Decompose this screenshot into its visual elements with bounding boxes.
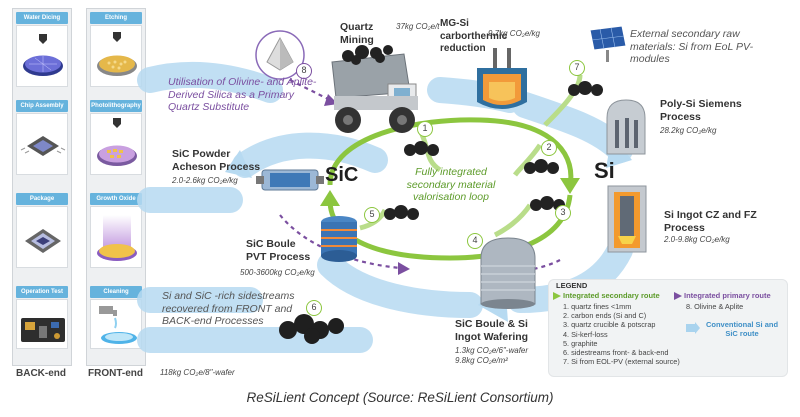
etching-icon bbox=[97, 32, 137, 76]
sic-boule-title: SiC Boule PVT Process bbox=[246, 238, 311, 263]
water-tap-icon bbox=[99, 306, 137, 344]
tile-cleaning bbox=[90, 299, 142, 349]
badge-5: 5 bbox=[364, 207, 380, 223]
legend-conventional-route: Conventional Si and SiC route bbox=[705, 320, 779, 338]
tile-photolithography bbox=[90, 113, 142, 175]
tile-growth-oxide bbox=[90, 206, 142, 268]
badge-3: 3 bbox=[555, 205, 571, 221]
ingot-wafering-icon bbox=[480, 237, 536, 309]
chip-icon bbox=[20, 136, 66, 156]
wafering-title: SiC Boule & Si Ingot Wafering bbox=[455, 318, 529, 343]
external-raw-materials-text: External secondary raw materials: Si fro… bbox=[630, 28, 754, 65]
package-chip-icon bbox=[25, 229, 61, 253]
bottom-wafer-value: 118kg CO₂e/8"-wafer bbox=[160, 368, 235, 377]
legend-item: 1. quartz fines <1mm bbox=[563, 302, 632, 311]
fines-pile-4 bbox=[384, 205, 419, 220]
badge-1: 1 bbox=[417, 121, 433, 137]
sidestreams-text: Si and SiC -rich sidestreams recovered f… bbox=[162, 290, 295, 327]
wafering-value-2: 9.8kg CO₂e/m² bbox=[455, 356, 508, 365]
mgsi-value: 9.7kg CO₂e/kg bbox=[488, 29, 540, 38]
tile-etching bbox=[90, 25, 142, 87]
legend-item: 4. Si-kerf-loss bbox=[563, 329, 608, 339]
legend-item: 7. Si from EOL-PV (external source) bbox=[563, 357, 680, 367]
mining-truck-icon bbox=[331, 45, 418, 133]
sidestream-rubble-pile bbox=[279, 314, 344, 344]
front-end-label: FRONT-end bbox=[88, 368, 143, 379]
center-loop-label: Fully integrated secondary material valo… bbox=[406, 166, 496, 203]
legend-item: 6. sidestreams front- & back-end bbox=[563, 348, 669, 358]
tile-photolithography-header: Photolithography bbox=[90, 100, 142, 112]
sic-powder-value: 2.0-2.6kg CO₂e/kg bbox=[172, 176, 238, 185]
olivine-substitute-text: Utilisation of Olivine- and Aplite-Deriv… bbox=[168, 76, 317, 113]
oxide-layer-icon bbox=[97, 215, 137, 261]
legend-primary-route: Integrated primary route bbox=[684, 291, 771, 300]
fines-pile-1 bbox=[404, 141, 439, 156]
legend-item: 5. graphite bbox=[563, 338, 598, 348]
legend-title: LEGEND bbox=[556, 281, 588, 290]
acheson-furnace-icon bbox=[256, 169, 324, 191]
quartz-mining-value: 37kg CO₂e/t bbox=[396, 22, 440, 31]
polysi-title: Poly-Si Siemens Process bbox=[660, 98, 742, 123]
tile-chip-assembly bbox=[16, 113, 68, 175]
legend-item: 3. quartz crucible & potscrap bbox=[563, 320, 656, 330]
figure-caption: ReSiLient Concept (Source: ReSiLient Con… bbox=[246, 390, 554, 405]
legend-purple-arrow-icon bbox=[674, 292, 682, 300]
tile-etching-header: Etching bbox=[90, 12, 142, 24]
legend-item: 2. carbon ends (Si and C) bbox=[563, 311, 647, 321]
wafering-value-1: 1.3kg CO₂e/6"-wafer bbox=[455, 346, 529, 355]
siemens-reactor-icon bbox=[606, 99, 646, 155]
badge-7: 7 bbox=[569, 60, 585, 76]
legend-green-arrow-icon bbox=[553, 292, 561, 300]
badge-8: 8 bbox=[296, 63, 312, 79]
tile-operation-test bbox=[16, 299, 68, 349]
fines-pile-5 bbox=[568, 81, 603, 96]
legend-box bbox=[548, 279, 788, 377]
si-ingot-value: 2.0-9.8kg CO₂e/kg bbox=[664, 235, 730, 244]
legend-items-left: 1. quartz fines <1mm 2. carbon ends (Si … bbox=[563, 302, 693, 366]
badge-2: 2 bbox=[541, 140, 557, 156]
back-end-label: BACK-end bbox=[16, 368, 66, 379]
tile-water-dicing-header: Water Dicing bbox=[16, 12, 68, 24]
wafer-dicing-icon bbox=[23, 34, 63, 76]
legend-secondary-route: Integrated secondary route bbox=[563, 291, 660, 300]
circuit-board-icon bbox=[21, 318, 65, 342]
czochralski-furnace-icon bbox=[607, 185, 647, 253]
tile-operation-test-header: Operation Test bbox=[16, 286, 68, 298]
furnace-reactor-icon bbox=[477, 48, 527, 109]
badge-6: 6 bbox=[306, 300, 322, 316]
tile-chip-assembly-header: Chip Assembly bbox=[16, 100, 68, 112]
sic-powder-title: SiC Powder Acheson Process bbox=[172, 148, 261, 173]
resilient-concept-figure: Water Dicing Chip Assembly Package Opera… bbox=[12, 8, 788, 379]
photolithography-icon bbox=[97, 118, 137, 166]
tile-package-header: Package bbox=[16, 193, 68, 205]
mgsi-title: MG-Si carborthermic reduction bbox=[440, 18, 508, 54]
polysi-value: 28.2kg CO₂e/kg bbox=[660, 126, 717, 135]
quartz-mining-title: Quartz Mining bbox=[340, 21, 374, 46]
legend-blue-arrow-icon bbox=[686, 322, 700, 334]
sic-boule-value: 500-3600kg CO₂e/kg bbox=[240, 268, 315, 277]
tile-package bbox=[16, 206, 68, 268]
pvt-crucible-icon bbox=[321, 216, 357, 262]
si-symbol: Si bbox=[594, 158, 615, 183]
tile-water-dicing bbox=[16, 25, 68, 87]
legend-item: 8. Olivine & Aplite bbox=[686, 302, 744, 311]
badge-4: 4 bbox=[467, 233, 483, 249]
tile-cleaning-header: Cleaning bbox=[90, 286, 142, 298]
fines-pile-2 bbox=[524, 159, 559, 174]
solar-panel-icon bbox=[589, 25, 627, 62]
legend-items-right: 8. Olivine & Aplite bbox=[686, 302, 782, 311]
sic-symbol: SiC bbox=[325, 164, 359, 186]
si-ingot-title: Si Ingot CZ and FZ Process bbox=[664, 209, 757, 234]
olivine-gem-icon bbox=[255, 30, 305, 80]
